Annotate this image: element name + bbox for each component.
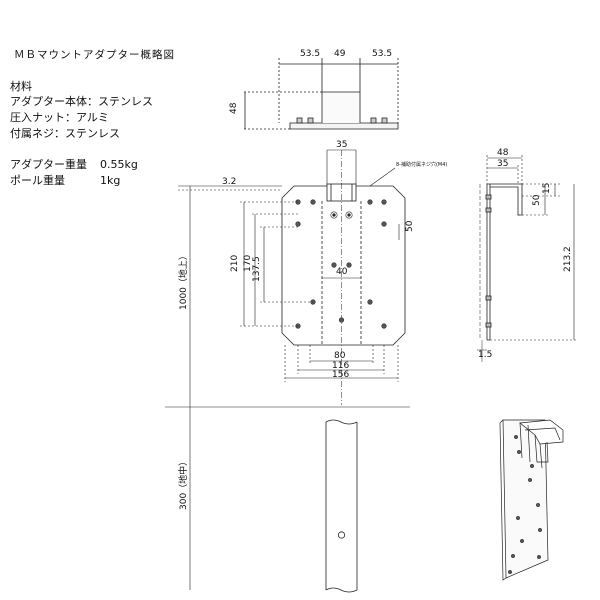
- front-dimensions: [240, 149, 400, 382]
- dim-side-48: 48: [497, 148, 509, 158]
- side-view: [477, 183, 523, 362]
- dim-116: 116: [332, 361, 349, 371]
- isometric-view: [499, 419, 564, 581]
- front-plate: [281, 150, 406, 405]
- side-dimensions: [486, 155, 578, 341]
- dim-156: 156: [332, 370, 349, 380]
- dim-300: 300（地中）: [177, 457, 189, 510]
- dim-35: 35: [336, 140, 347, 150]
- dim-top-height: 48: [229, 102, 239, 114]
- dim-side-15: 15: [542, 183, 552, 194]
- material-body: アダプター本体：ステンレス: [10, 95, 153, 108]
- dim-side-50: 50: [532, 194, 542, 206]
- dim-80: 80: [334, 351, 346, 361]
- ground-dimensions: [165, 185, 410, 590]
- dim-50: 50: [405, 220, 415, 232]
- material-nut: 圧入ナット：アルミ: [10, 111, 109, 124]
- dim-side-35: 35: [497, 159, 508, 169]
- pole-weight-value: 1kg: [100, 174, 121, 187]
- screw-note: 8-補助付属ネジ穴(M4): [396, 161, 447, 168]
- dim-137-5: 137.5: [252, 256, 262, 282]
- materials-heading: 材料: [10, 80, 32, 93]
- dim-top-right: 53.5: [372, 49, 392, 59]
- pole-section: [325, 419, 358, 593]
- dim-3-2: 3.2: [222, 177, 236, 187]
- dim-side-1-5: 1.5: [478, 350, 492, 360]
- dim-210: 210: [230, 255, 240, 272]
- top-view: [244, 58, 399, 130]
- adapter-weight-label: アダプター重量: [10, 158, 87, 171]
- dim-side-213-2: 213.2: [563, 246, 573, 272]
- dim-170: 170: [243, 255, 253, 272]
- dim-top-left: 53.5: [300, 49, 320, 59]
- adapter-weight-value: 0.55kg: [100, 158, 138, 171]
- dim-1000: 1000（地上）: [177, 251, 189, 310]
- pole-weight-label: ポール重量: [10, 174, 65, 187]
- dim-top-mid: 49: [334, 49, 346, 59]
- drawing-title: ＭＢマウントアダプター概略図: [14, 49, 175, 61]
- material-screw: 付属ネジ：ステンレス: [10, 127, 120, 140]
- dim-40: 40: [336, 267, 348, 277]
- dimension-labels: 53.5 49 53.5 48 35 3.2 50 40 210 170 137…: [177, 49, 573, 510]
